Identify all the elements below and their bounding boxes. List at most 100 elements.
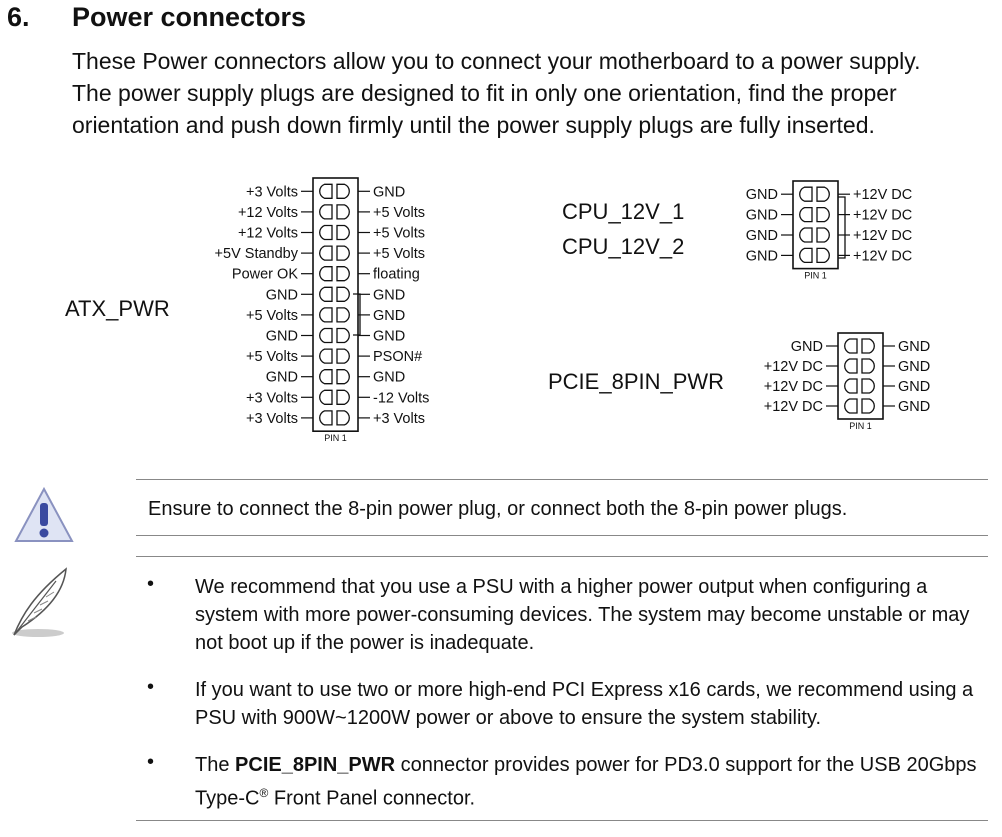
pin-label-left: GND: [746, 248, 778, 264]
pin-label-right: +3 Volts: [373, 411, 425, 427]
pin-label-left: GND: [746, 187, 778, 203]
pin-label-right: +12V DC: [853, 208, 912, 224]
pin-label-right: +12V DC: [853, 248, 912, 264]
pin: [319, 369, 333, 385]
pin-label-right: +5 Volts: [373, 226, 425, 242]
pin: [816, 227, 830, 243]
bullet: •: [147, 573, 155, 595]
divider: [136, 479, 988, 480]
intro-line-3: orientation and push down firmly until t…: [72, 112, 875, 138]
note-item-3-bold: PCIE_8PIN_PWR: [235, 754, 396, 776]
pin-label-left: +5 Volts: [246, 308, 298, 324]
divider: [136, 820, 988, 821]
pin1-label: PIN 1: [804, 271, 827, 281]
pin: [799, 247, 813, 264]
pin: [319, 307, 333, 323]
pin-label-right: -12 Volts: [373, 390, 429, 406]
pin-label-right: +5 Volts: [373, 246, 425, 262]
section-title: Power connectors: [72, 2, 307, 32]
bullet: •: [147, 751, 155, 773]
connector-housing: [312, 177, 359, 432]
atx-name: ATX_PWR: [65, 296, 170, 321]
pin-label-left: +12 Volts: [238, 205, 298, 221]
pin-label-left: GND: [746, 228, 778, 244]
bullet: •: [147, 676, 155, 698]
pin: [319, 245, 333, 261]
note-item-2: If you want to use two or more high-end …: [195, 679, 974, 729]
pin-label-left: GND: [266, 287, 298, 303]
note-item-3-pre: The: [195, 754, 236, 776]
pin-label-left: +3 Volts: [246, 411, 298, 427]
warning-text: Ensure to connect the 8-pin power plug, …: [148, 498, 848, 520]
pin-label-right: GND: [898, 359, 930, 375]
pin: [816, 206, 830, 223]
pin-label-left: +12 Volts: [238, 226, 298, 242]
note-item-3-post: Front Panel connector.: [268, 787, 476, 810]
pin-label-left: +12V DC: [764, 399, 823, 415]
pin: [816, 186, 830, 202]
pin: [861, 398, 875, 414]
key-bracket: [353, 293, 361, 336]
note-item-1: We recommend that you use a PSU with a h…: [195, 576, 970, 654]
pin-label-right: GND: [373, 287, 405, 303]
pin: [816, 247, 830, 264]
cpu-connector: GND +12V DC GND +12V DC GND +12V DC GND +12V DC…: [562, 180, 912, 281]
pin-label-right: +12V DC: [853, 228, 912, 244]
pin: [861, 378, 875, 394]
pin: [319, 183, 333, 199]
note-pen-icon: [12, 567, 67, 637]
pin: [336, 224, 350, 241]
pin-label-right: +12V DC: [853, 187, 912, 203]
registered-mark: ®: [259, 786, 269, 800]
pin-label-left: Power OK: [232, 267, 298, 283]
pin: [336, 369, 350, 385]
pin-label-left: +5 Volts: [246, 349, 298, 365]
divider: [136, 556, 988, 557]
pin: [844, 398, 858, 414]
pin-label-right: PSON#: [373, 349, 422, 365]
pin-label-left: +3 Volts: [246, 390, 298, 406]
pin-label-left: GND: [791, 339, 823, 355]
pin-label-right: GND: [898, 379, 930, 395]
pin-label-left: +12V DC: [764, 379, 823, 395]
pin-label-right: GND: [373, 370, 405, 386]
pin: [336, 410, 350, 426]
key-bracket: [838, 196, 846, 259]
pcie-name: PCIE_8PIN_PWR: [548, 369, 724, 394]
pin: [336, 389, 350, 405]
pin: [844, 338, 858, 354]
pin: [799, 227, 813, 243]
pin: [844, 358, 858, 374]
pin1-label: PIN 1: [324, 433, 347, 443]
pin: [799, 186, 813, 202]
pin-label-left: +5V Standby: [215, 246, 299, 262]
pin-label-left: GND: [266, 329, 298, 345]
pin: [319, 327, 333, 344]
pin: [319, 224, 333, 241]
pin: [336, 245, 350, 261]
pin: [844, 378, 858, 394]
pin1-label: PIN 1: [849, 421, 872, 431]
section-number: 6.: [7, 2, 30, 32]
pin-label-left: GND: [266, 370, 298, 386]
pin: [319, 286, 333, 302]
note-item-3: The PCIE_8PIN_PWR connector provides pow…: [195, 751, 985, 813]
pin-label-left: +3 Volts: [246, 184, 298, 200]
pin: [861, 338, 875, 354]
pin: [319, 348, 333, 364]
pin: [861, 358, 875, 374]
note-item-3-mid: connector provides power for PD3.0 suppo…: [195, 754, 977, 810]
pin: [799, 206, 813, 223]
intro-line-2: The power supply plugs are designed to f…: [72, 80, 897, 106]
pin-label-left: GND: [746, 208, 778, 224]
pin: [336, 286, 350, 302]
pin: [319, 266, 333, 282]
pin-label-right: +5 Volts: [373, 205, 425, 221]
intro-line-1: These Power connectors allow you to conn…: [72, 48, 921, 74]
divider: [136, 535, 988, 536]
pin: [336, 327, 350, 344]
pin-label-left: +12V DC: [764, 359, 823, 375]
